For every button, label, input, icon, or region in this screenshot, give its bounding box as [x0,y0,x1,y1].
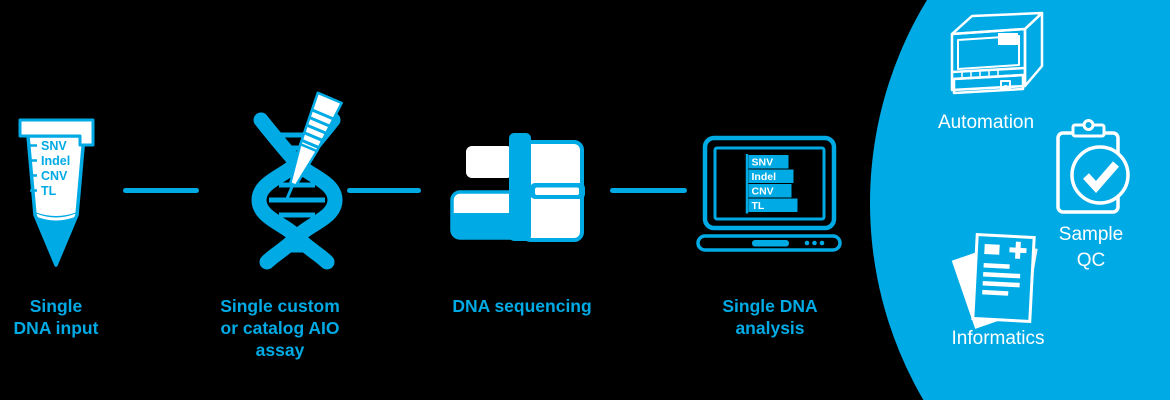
chart-bar-label-tl: TL [752,200,765,212]
laptop-chart-icon: SNV Indel CNV TL [696,135,842,252]
step-label-dna-sequencing: DNA sequencing [422,295,622,317]
checkmark [1083,161,1120,194]
dna-pipette-icon [251,91,343,270]
label-line: DNA input [13,318,99,338]
tube-liquid [35,212,77,263]
report-page [971,233,1036,324]
tube-label-indel: Indel [41,154,70,168]
platform-label-sample-qc: Sample QC [991,222,1170,274]
label-line: Single DNA [722,296,818,316]
chart-bar-label-cnv: CNV [752,186,774,198]
laptop-base [696,234,842,252]
label-line: Single [29,296,83,316]
tube-icon: SNV Indel CNV TL [18,118,95,267]
platform-label-informatics: Informatics [898,326,1098,352]
platform-circle [870,0,1170,400]
pipette [284,91,343,202]
connector-line [347,188,421,193]
label-line: assay [255,340,305,360]
documents-icon [951,233,1038,329]
instrument-display [998,33,1018,45]
label-line: analysis [735,318,805,338]
chart-bar-label-indel: Indel [752,171,777,183]
label-line: Single custom [220,296,340,316]
label-line: or catalog AIO [220,318,340,338]
chart-bars [748,155,798,212]
platform-label-automation: Automation [886,110,1086,136]
step-label-assay: Single custom or catalog AIO assay [180,295,380,361]
flow-cell-icon [450,133,585,242]
label-line: Automation [937,112,1035,133]
report-text-lines [982,262,1021,296]
chart-bar-label-snv: SNV [752,157,774,169]
connector-line [123,188,199,193]
clipboard-check-icon [1056,119,1130,214]
laptop-screen [702,135,837,231]
check-circle [1070,145,1130,205]
tube-label-cnv: CNV [41,169,68,183]
helix-strands [251,112,343,270]
connector-line [610,188,687,193]
step-label-single-dna-input: Single DNA input [0,295,156,339]
label-line: Sample [1058,224,1124,245]
instrument-icon [950,11,1044,95]
label-line: QC [1076,250,1106,271]
label-line: DNA sequencing [452,296,592,316]
label-line: Informatics [951,328,1045,349]
tube-cap [18,118,95,147]
step-label-single-dna-analysis: Single DNA analysis [670,295,870,339]
tube-label-snv: SNV [41,139,67,153]
tube-label-tl: TL [41,184,57,198]
